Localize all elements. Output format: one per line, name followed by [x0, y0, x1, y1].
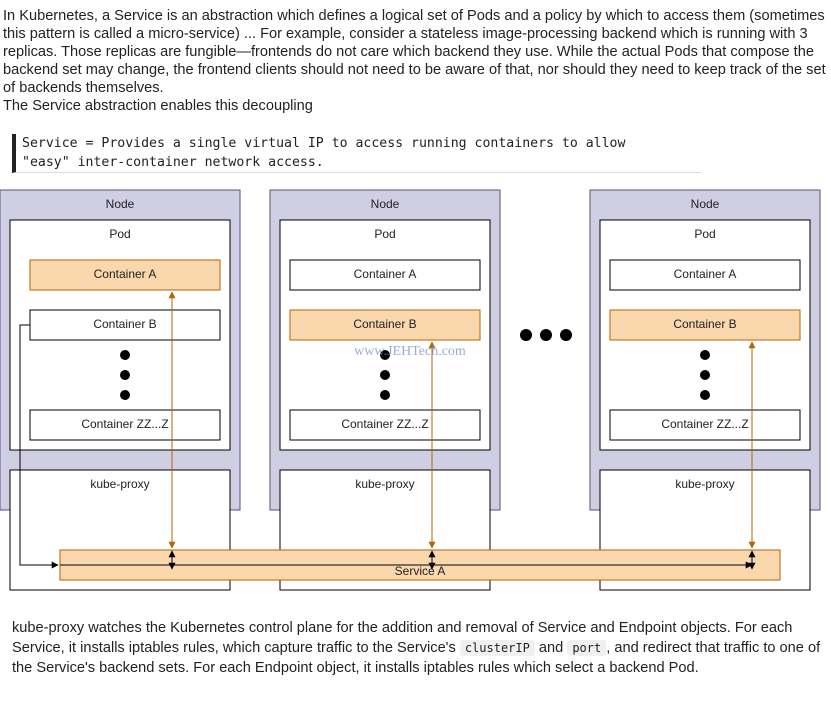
pod-1-dot-2: [120, 370, 130, 380]
pod-3-dot-3: [700, 390, 710, 400]
pod-3-container-a-label: Container A: [674, 267, 737, 281]
pod-3-container-zz-label: Container ZZ...Z: [661, 417, 748, 431]
pod-1-container-zz-box: [29, 409, 221, 441]
pod-2-label: Pod: [374, 227, 395, 241]
pod-1-container-a-box: [29, 259, 221, 291]
kube-proxy-3-label: kube-proxy: [675, 477, 734, 491]
pod-3-container-a-box: [609, 259, 801, 291]
client-to-service-arrow: [19, 324, 59, 569]
pod-3-label: Pod: [694, 227, 715, 241]
intro-paragraph: In Kubernetes, a Service is an abstracti…: [3, 8, 826, 96]
service-diagram: Node Pod Container A Container B Contain…: [0, 189, 821, 591]
outro-text: kube-proxy watches the Kubernetes contro…: [12, 618, 830, 678]
node-2: Node Pod Container A Container B Contain…: [269, 189, 501, 591]
intro-text: In Kubernetes, a Service is an abstracti…: [3, 7, 829, 115]
watermark: www.JEHTech.com: [354, 344, 466, 359]
pod-3-container-b-box: [609, 309, 801, 341]
node-3: Node Pod Container A Container B Contain…: [589, 189, 821, 591]
nodes-ellipsis-dot-1: [520, 329, 532, 341]
kube-proxy-2-label: kube-proxy: [355, 477, 414, 491]
pod-1-container-a-label: Container A: [94, 267, 157, 281]
pod-1-container-zz-label: Container ZZ...Z: [81, 417, 168, 431]
pod-2-container-zz-box: [289, 409, 481, 441]
pod-1-container-b-box: [29, 309, 221, 341]
code-block: Service = Provides a single virtual IP t…: [12, 134, 701, 173]
cluster-ip-code: clusterIP: [459, 640, 535, 656]
pod-3-dot-1: [700, 350, 710, 360]
outro-part-2: and: [534, 640, 568, 656]
pod-2-container-b-label: Container B: [353, 317, 416, 331]
pod-1-dot-1: [120, 350, 130, 360]
service-a-label: Service A: [395, 564, 446, 578]
kube-proxy-1-label: kube-proxy: [90, 477, 149, 491]
node-2-label: Node: [371, 197, 400, 211]
pod-1-label: Pod: [109, 227, 130, 241]
pod-2-container-a-box: [289, 259, 481, 291]
pod-3-container-zz-box: [609, 409, 801, 441]
pod-2-container-a-label: Container A: [354, 267, 417, 281]
node-3-label: Node: [691, 197, 720, 211]
outro-part-3: , and redirect that traffic to one of th…: [12, 640, 821, 676]
pod-1-container-b-label: Container B: [93, 317, 156, 331]
pod-2-dot-3: [380, 390, 390, 400]
nodes-ellipsis-dot-2: [540, 329, 552, 341]
pod-2-dot-2: [380, 370, 390, 380]
pod-3-dot-2: [700, 370, 710, 380]
pod-2-container-zz-label: Container ZZ...Z: [341, 417, 428, 431]
pod-3-container-b-label: Container B: [673, 317, 736, 331]
outro-part-1: kube-proxy watches the Kubernetes contro…: [12, 620, 793, 656]
pod-2-dot-1: [380, 350, 390, 360]
pod-2-container-b-box: [289, 309, 481, 341]
port-code: port: [567, 640, 607, 656]
nodes-ellipsis-dot-3: [560, 329, 572, 341]
pod-1-dot-3: [120, 390, 130, 400]
intro-line2: The Service abstraction enables this dec…: [3, 98, 313, 114]
node-1-label: Node: [106, 197, 135, 211]
node-1: Node Pod Container A Container B Contain…: [0, 189, 241, 591]
